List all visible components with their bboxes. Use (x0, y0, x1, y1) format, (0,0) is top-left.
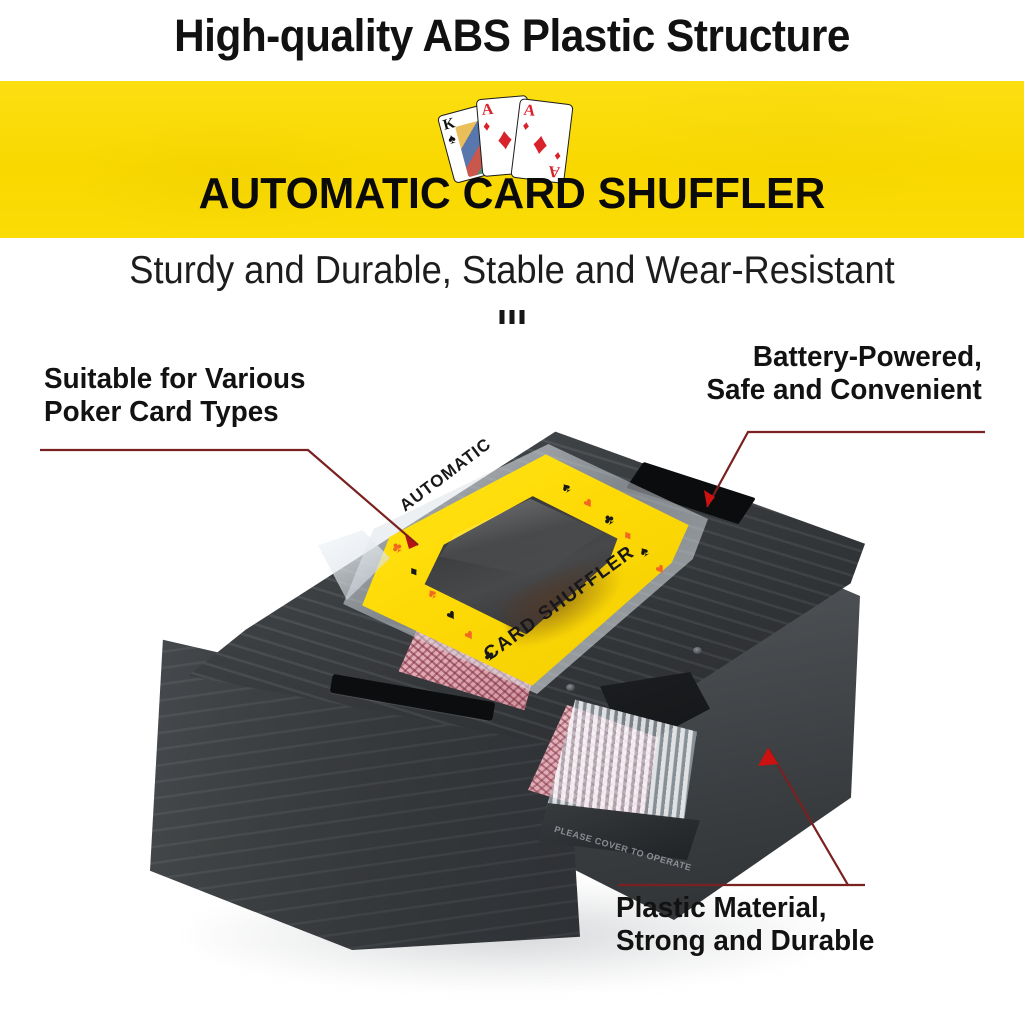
separator-mark (519, 310, 525, 324)
decorative-separator (499, 310, 525, 324)
callout-line: Battery-Powered, (753, 341, 982, 373)
yellow-banner: K ♠ A ♦ ♦ A ♦ ♦ A ♦ AUTOMATIC CARD SHUFF… (0, 81, 1024, 238)
callout-various-poker-cards: Suitable for Various Poker Card Types (44, 363, 305, 429)
separator-mark (499, 310, 505, 324)
callout-line: Poker Card Types (44, 395, 279, 428)
body-screw (566, 684, 575, 691)
page-title: High-quality ABS Plastic Structure (174, 10, 850, 61)
callout-line: Strong and Durable (616, 924, 875, 957)
body-screw (693, 647, 702, 654)
callout-line: Plastic Material, (616, 892, 827, 924)
separator-mark (509, 310, 515, 324)
callout-line: Suitable for Various (44, 363, 306, 395)
subtitle: Sturdy and Durable, Stable and Wear-Resi… (129, 249, 895, 292)
callout-plastic-material: Plastic Material, Strong and Durable (616, 892, 874, 958)
callout-battery-powered: Battery-Powered, Safe and Convenient (707, 341, 982, 407)
shuffler-lid: AUTOMATIC CARD SHUFFLER ♠ ♥ ♣ ♦ ♠ ♥ ♣ ♦ … (343, 434, 708, 694)
callout-line: Safe and Convenient (706, 373, 982, 406)
banner-title: AUTOMATIC CARD SHUFFLER (198, 169, 826, 218)
